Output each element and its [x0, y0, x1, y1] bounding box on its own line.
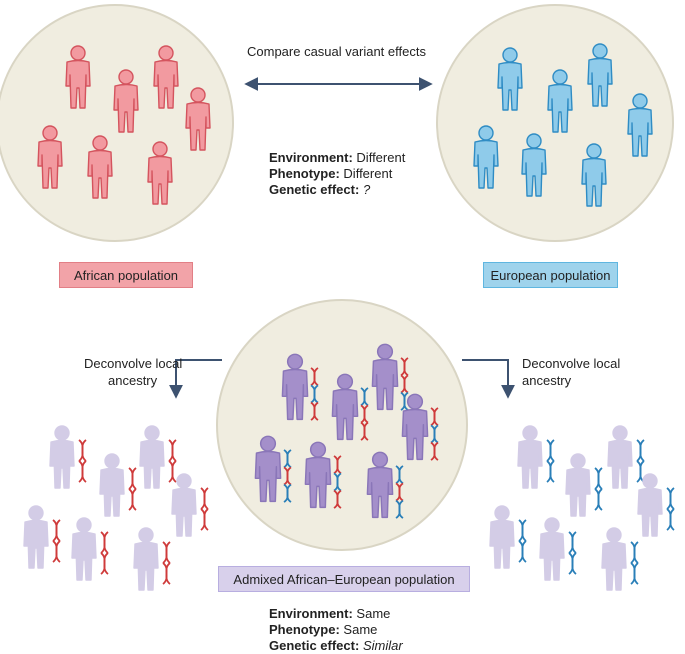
faded-person-icon [601, 527, 627, 591]
dna-strand-icon [52, 519, 61, 563]
left-deconvolve-label-line1: Deconvolve local [84, 356, 183, 371]
dna-strand-icon [518, 519, 527, 563]
faded-person-icon [139, 425, 165, 489]
faded-person-icon [23, 505, 49, 569]
bottom-stat-phenotype: Phenotype: Same [269, 622, 378, 637]
african-person-icon [87, 135, 113, 199]
dna-strand-icon [200, 487, 209, 531]
african-person-icon [37, 125, 63, 189]
european-population-label: European population [483, 262, 618, 288]
left-bent-arrow-icon [169, 359, 222, 399]
admixed-person-icon [304, 441, 332, 509]
dna-strand-icon [546, 439, 555, 483]
faded-person-icon [99, 453, 125, 517]
faded-person-icon [565, 453, 591, 517]
dna-strand-icon [100, 531, 109, 575]
right-deconvolve-label-line1: Deconvolve local [522, 356, 621, 371]
admixed-population-label: Admixed African–European population [218, 566, 470, 592]
faded-person-icon [517, 425, 543, 489]
admixed-person-icon [371, 343, 399, 411]
admixed-person-icon [401, 393, 429, 461]
admixed-person-icon [281, 353, 309, 421]
faded-person-icon [49, 425, 75, 489]
dna-strand-icon [283, 449, 292, 503]
dna-strand-icon [568, 531, 577, 575]
dna-strand-icon [636, 439, 645, 483]
dna-strand-icon [162, 541, 171, 585]
admixed-person-icon [331, 373, 359, 441]
dna-strand-icon [666, 487, 675, 531]
dna-strand-icon [333, 455, 342, 509]
faded-person-icon [71, 517, 97, 581]
dna-strand-icon [128, 467, 137, 511]
european-person-icon [521, 133, 547, 197]
european-person-icon [627, 93, 653, 157]
african-person-icon [153, 45, 179, 109]
compare-label: Compare casual variant effects [247, 44, 426, 59]
african-person-icon [113, 69, 139, 133]
european-person-icon [473, 125, 499, 189]
faded-person-icon [607, 425, 633, 489]
african-person-icon [65, 45, 91, 109]
dna-strand-icon [168, 439, 177, 483]
right-bent-arrow-icon [462, 359, 515, 399]
faded-person-icon [171, 473, 197, 537]
african-population-label: African population [59, 262, 193, 288]
faded-person-icon [133, 527, 159, 591]
admixed-person-icon [254, 435, 282, 503]
dna-strand-icon [310, 367, 319, 421]
dna-strand-icon [630, 541, 639, 585]
european-person-icon [497, 47, 523, 111]
african-person-icon [185, 87, 211, 151]
faded-person-icon [539, 517, 565, 581]
european-person-icon [581, 143, 607, 207]
dna-strand-icon [594, 467, 603, 511]
european-person-icon [587, 43, 613, 107]
dna-strand-icon [360, 387, 369, 441]
european-person-icon [547, 69, 573, 133]
faded-person-icon [637, 473, 663, 537]
right-deconvolve-label-line2: ancestry [522, 373, 572, 388]
dna-strand-icon [430, 407, 439, 461]
dna-strand-icon [400, 357, 409, 411]
dna-strand-icon [395, 465, 404, 519]
top-stat-phenotype: Phenotype: Different [269, 166, 393, 181]
top-stat-genetic-effect: Genetic effect: ? [269, 182, 371, 197]
admixed-person-icon [366, 451, 394, 519]
african-person-icon [147, 141, 173, 205]
left-deconvolve-label-line2: ancestry [108, 373, 158, 388]
dna-strand-icon [78, 439, 87, 483]
faded-person-icon [489, 505, 515, 569]
top-stat-environment: Environment: Different [269, 150, 406, 165]
bottom-stat-environment: Environment: Same [269, 606, 391, 621]
bottom-stat-genetic-effect: Genetic effect: Similar [269, 638, 403, 653]
